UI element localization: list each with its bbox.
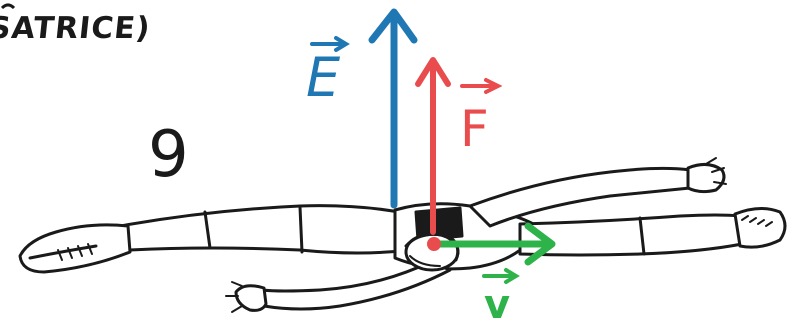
skater-figure-icon xyxy=(20,158,785,312)
left-hip-seam xyxy=(300,207,302,252)
center-of-mass-dot xyxy=(427,237,441,251)
figure-number: 9 xyxy=(148,118,189,192)
vector-e-label: E xyxy=(306,46,341,109)
header-fragment-text: SATRICE) xyxy=(0,11,152,46)
vector-e: E xyxy=(306,12,414,205)
right-skate-boot xyxy=(735,208,785,247)
vector-v: v xyxy=(436,226,552,326)
header-fragment-mark xyxy=(2,5,14,8)
vector-f-label: F xyxy=(460,100,489,158)
vector-v-label: v xyxy=(484,282,510,326)
left-leg xyxy=(120,206,410,253)
upper-hand xyxy=(688,164,724,191)
vector-overline-icon xyxy=(484,270,516,282)
vector-overline-icon xyxy=(462,80,498,92)
right-leg xyxy=(520,215,742,255)
